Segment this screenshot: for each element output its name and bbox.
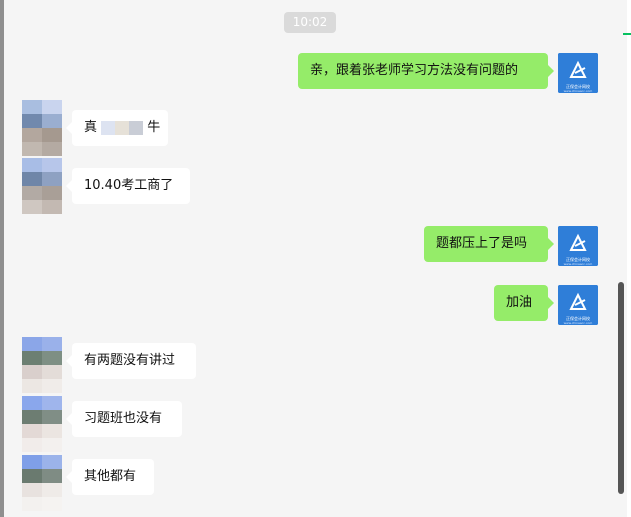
message-text: 题都压上了是吗 <box>436 236 528 251</box>
contact-avatar-blurred[interactable] <box>22 158 62 214</box>
window-left-edge <box>0 0 4 517</box>
message-bubble-outgoing[interactable]: 加油 <box>494 285 554 321</box>
message-bubble-incoming[interactable]: 真 牛 <box>66 110 168 146</box>
chat-timestamp: 10:02 <box>284 12 336 33</box>
self-avatar[interactable]: 正保会计网校 www.chinaacc.com <box>558 226 598 266</box>
message-text: 有两题没有讲过 <box>84 353 176 368</box>
chinaacc-logo-icon <box>558 226 598 266</box>
message-bubble-outgoing[interactable]: 亲，跟着张老师学习方法没有问题的 <box>298 53 554 89</box>
avatar-url-text: www.chinaacc.com <box>563 262 593 266</box>
message-text: 加油 <box>506 295 533 310</box>
self-avatar[interactable]: 正保会计网校 www.chinaacc.com <box>558 53 598 93</box>
avatar-url-text: www.chinaacc.com <box>563 321 593 325</box>
message-text: 其他都有 <box>84 469 137 484</box>
message-bubble-incoming[interactable]: 10.40考工商了 <box>66 168 190 204</box>
message-text: 10.40考工商了 <box>84 178 174 193</box>
message-bubble-outgoing[interactable]: 题都压上了是吗 <box>424 226 554 262</box>
chinaacc-logo-icon <box>558 285 598 325</box>
message-bubble-incoming[interactable]: 其他都有 <box>66 459 154 495</box>
avatar-brand-text: 正保会计网校 <box>566 316 590 321</box>
avatar-brand-text: 正保会计网校 <box>566 257 590 262</box>
message-bubble-incoming[interactable]: 习题班也没有 <box>66 401 182 437</box>
right-panel-edge <box>627 0 631 517</box>
contact-avatar-blurred[interactable] <box>22 337 62 393</box>
message-text-end: 牛 <box>147 120 161 135</box>
accent-line <box>623 33 631 35</box>
redacted-text <box>101 120 144 135</box>
message-bubble-incoming[interactable]: 有两题没有讲过 <box>66 343 196 379</box>
message-text: 亲，跟着张老师学习方法没有问题的 <box>310 63 519 78</box>
contact-avatar-blurred[interactable] <box>22 396 62 452</box>
self-avatar[interactable]: 正保会计网校 www.chinaacc.com <box>558 285 598 325</box>
avatar-url-text: www.chinaacc.com <box>563 89 593 93</box>
avatar-brand-text: 正保会计网校 <box>566 84 590 89</box>
chat-scrollbar[interactable] <box>618 282 624 494</box>
message-text: 习题班也没有 <box>84 411 163 426</box>
chinaacc-logo-icon <box>558 53 598 93</box>
message-text-start: 真 <box>84 120 98 135</box>
contact-avatar-blurred[interactable] <box>22 100 62 156</box>
contact-avatar-blurred[interactable] <box>22 455 62 511</box>
